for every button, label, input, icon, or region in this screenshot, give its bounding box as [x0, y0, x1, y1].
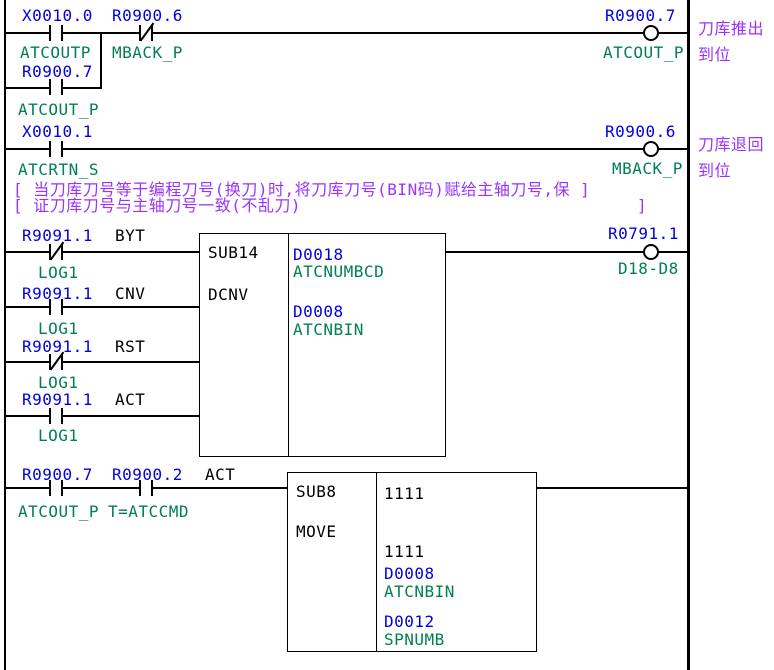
wire-rung1-main	[6, 32, 688, 34]
rung1-contact2-symbol: MBACK_P	[112, 43, 183, 62]
sub14-func-name: DCNV	[208, 285, 249, 304]
rung2-net-comment-line2: 到位	[698, 161, 732, 180]
sub8-number: SUB8	[296, 482, 337, 501]
rung3-row3-address: R9091.1	[22, 337, 93, 356]
sub14-param2-symbol: ATCNBIN	[293, 320, 364, 339]
sub14-function-block[interactable]	[199, 233, 446, 457]
rung4-contact1-no[interactable]	[49, 480, 63, 496]
note-line2-close-bracket: ]	[637, 196, 648, 215]
rung1-net-comment-line2: 到位	[698, 45, 732, 64]
rung3-coil-symbol: D18-D8	[618, 259, 679, 278]
rung1-contact1-address: X0010.0	[22, 6, 93, 25]
wire-rung2-main	[6, 148, 688, 150]
sub8-param1-address: D0008	[384, 564, 435, 583]
rung2-coil-address: R0900.6	[605, 122, 676, 141]
rung2-contact1-symbol: ATCRTN_S	[18, 160, 100, 179]
rung1-net-comment-line1: 刀库推出	[698, 19, 765, 38]
rung4-act-param: ACT	[205, 465, 236, 484]
note-line1: [ 当刀库刀号等于编程刀号(换刀)时,将刀库刀号(BIN码)赋给主轴刀号,保 ]	[13, 180, 591, 199]
rung1-coil-symbol: ATCOUT_P	[603, 43, 685, 62]
wire-rung1-branch-vertical	[100, 33, 102, 89]
sub8-value2: 1111	[384, 542, 425, 561]
rung3-row2-address: R9091.1	[22, 284, 93, 303]
rung2-net-comment-line1: 刀库退回	[698, 135, 765, 154]
rung3-row1-contact-nc[interactable]	[49, 241, 65, 261]
rung2-contact1-address: X0010.1	[22, 122, 93, 141]
rung3-row4-param: ACT	[115, 390, 146, 409]
rung3-row3-symbol: LOG1	[38, 373, 79, 392]
rung3-row4-contact-no[interactable]	[49, 408, 63, 424]
rung1-branch-contact-no[interactable]	[49, 79, 63, 95]
rung3-row4-symbol: LOG1	[38, 426, 79, 445]
rung2-coil-symbol: MBACK_P	[612, 159, 683, 178]
rung4-contact1-address: R0900.7	[22, 465, 93, 484]
rung1-contact1-symbol: ATCOUTP	[20, 43, 91, 62]
rung4-contact2-address: R0900.2	[112, 465, 183, 484]
rung3-row1-address: R9091.1	[22, 226, 93, 245]
sub8-function-block[interactable]	[287, 472, 537, 652]
right-power-rail	[687, 0, 690, 670]
wire-rung3-row2	[6, 306, 199, 308]
rung3-output-coil[interactable]	[643, 244, 659, 260]
sub8-param1-symbol: ATCNBIN	[384, 582, 455, 601]
sub8-param2-symbol: SPNUMB	[384, 630, 445, 649]
sub8-block-divider	[376, 473, 377, 651]
wire-rung3-output	[446, 251, 687, 253]
note-line2: [ 证刀库刀号与主轴刀号一致(不乱刀)	[13, 196, 302, 215]
sub14-number: SUB14	[208, 243, 259, 262]
sub8-value1: 1111	[384, 484, 425, 503]
rung1-branch-address: R0900.7	[22, 62, 93, 81]
wire-rung3-row3	[6, 361, 199, 363]
sub14-param1-address: D0018	[293, 245, 344, 264]
rung3-row1-param: BYT	[115, 226, 146, 245]
rung3-row4-address: R9091.1	[22, 390, 93, 409]
rung4-contact1-symbol: ATCOUT_P	[18, 502, 100, 521]
rung4-contact2-symbol: T=ATCCMD	[108, 502, 190, 521]
rung1-contact-nc[interactable]	[139, 22, 155, 42]
rung1-contact-no[interactable]	[49, 25, 63, 41]
sub14-param2-address: D0008	[293, 302, 344, 321]
rung3-row2-contact-no[interactable]	[49, 299, 63, 315]
rung1-branch-symbol: ATCOUT_P	[18, 100, 100, 119]
sub8-param2-address: D0012	[384, 612, 435, 631]
rung3-row3-contact-nc[interactable]	[49, 351, 65, 371]
rung1-output-coil[interactable]	[643, 25, 659, 41]
sub8-func-name: MOVE	[296, 522, 337, 541]
rung1-coil-address: R0900.7	[605, 6, 676, 25]
rung3-row2-param: CNV	[115, 284, 146, 303]
rung3-row3-param: RST	[115, 337, 146, 356]
rung3-row1-symbol: LOG1	[38, 263, 79, 282]
rung3-coil-address: R0791.1	[608, 224, 679, 243]
wire-rung4-output	[537, 487, 687, 489]
left-power-rail	[4, 0, 6, 670]
wire-rung3-row1	[6, 251, 199, 253]
rung3-row2-symbol: LOG1	[38, 319, 79, 338]
sub14-param1-symbol: ATCNUMBCD	[293, 262, 385, 281]
rung2-contact-no[interactable]	[49, 141, 63, 157]
wire-rung3-row4	[6, 415, 199, 417]
rung4-contact2-no[interactable]	[139, 480, 153, 496]
rung1-contact2-address: R0900.6	[112, 6, 183, 25]
sub14-block-divider	[288, 234, 289, 456]
rung2-output-coil[interactable]	[643, 141, 659, 157]
nc-slash-icon	[139, 22, 155, 42]
